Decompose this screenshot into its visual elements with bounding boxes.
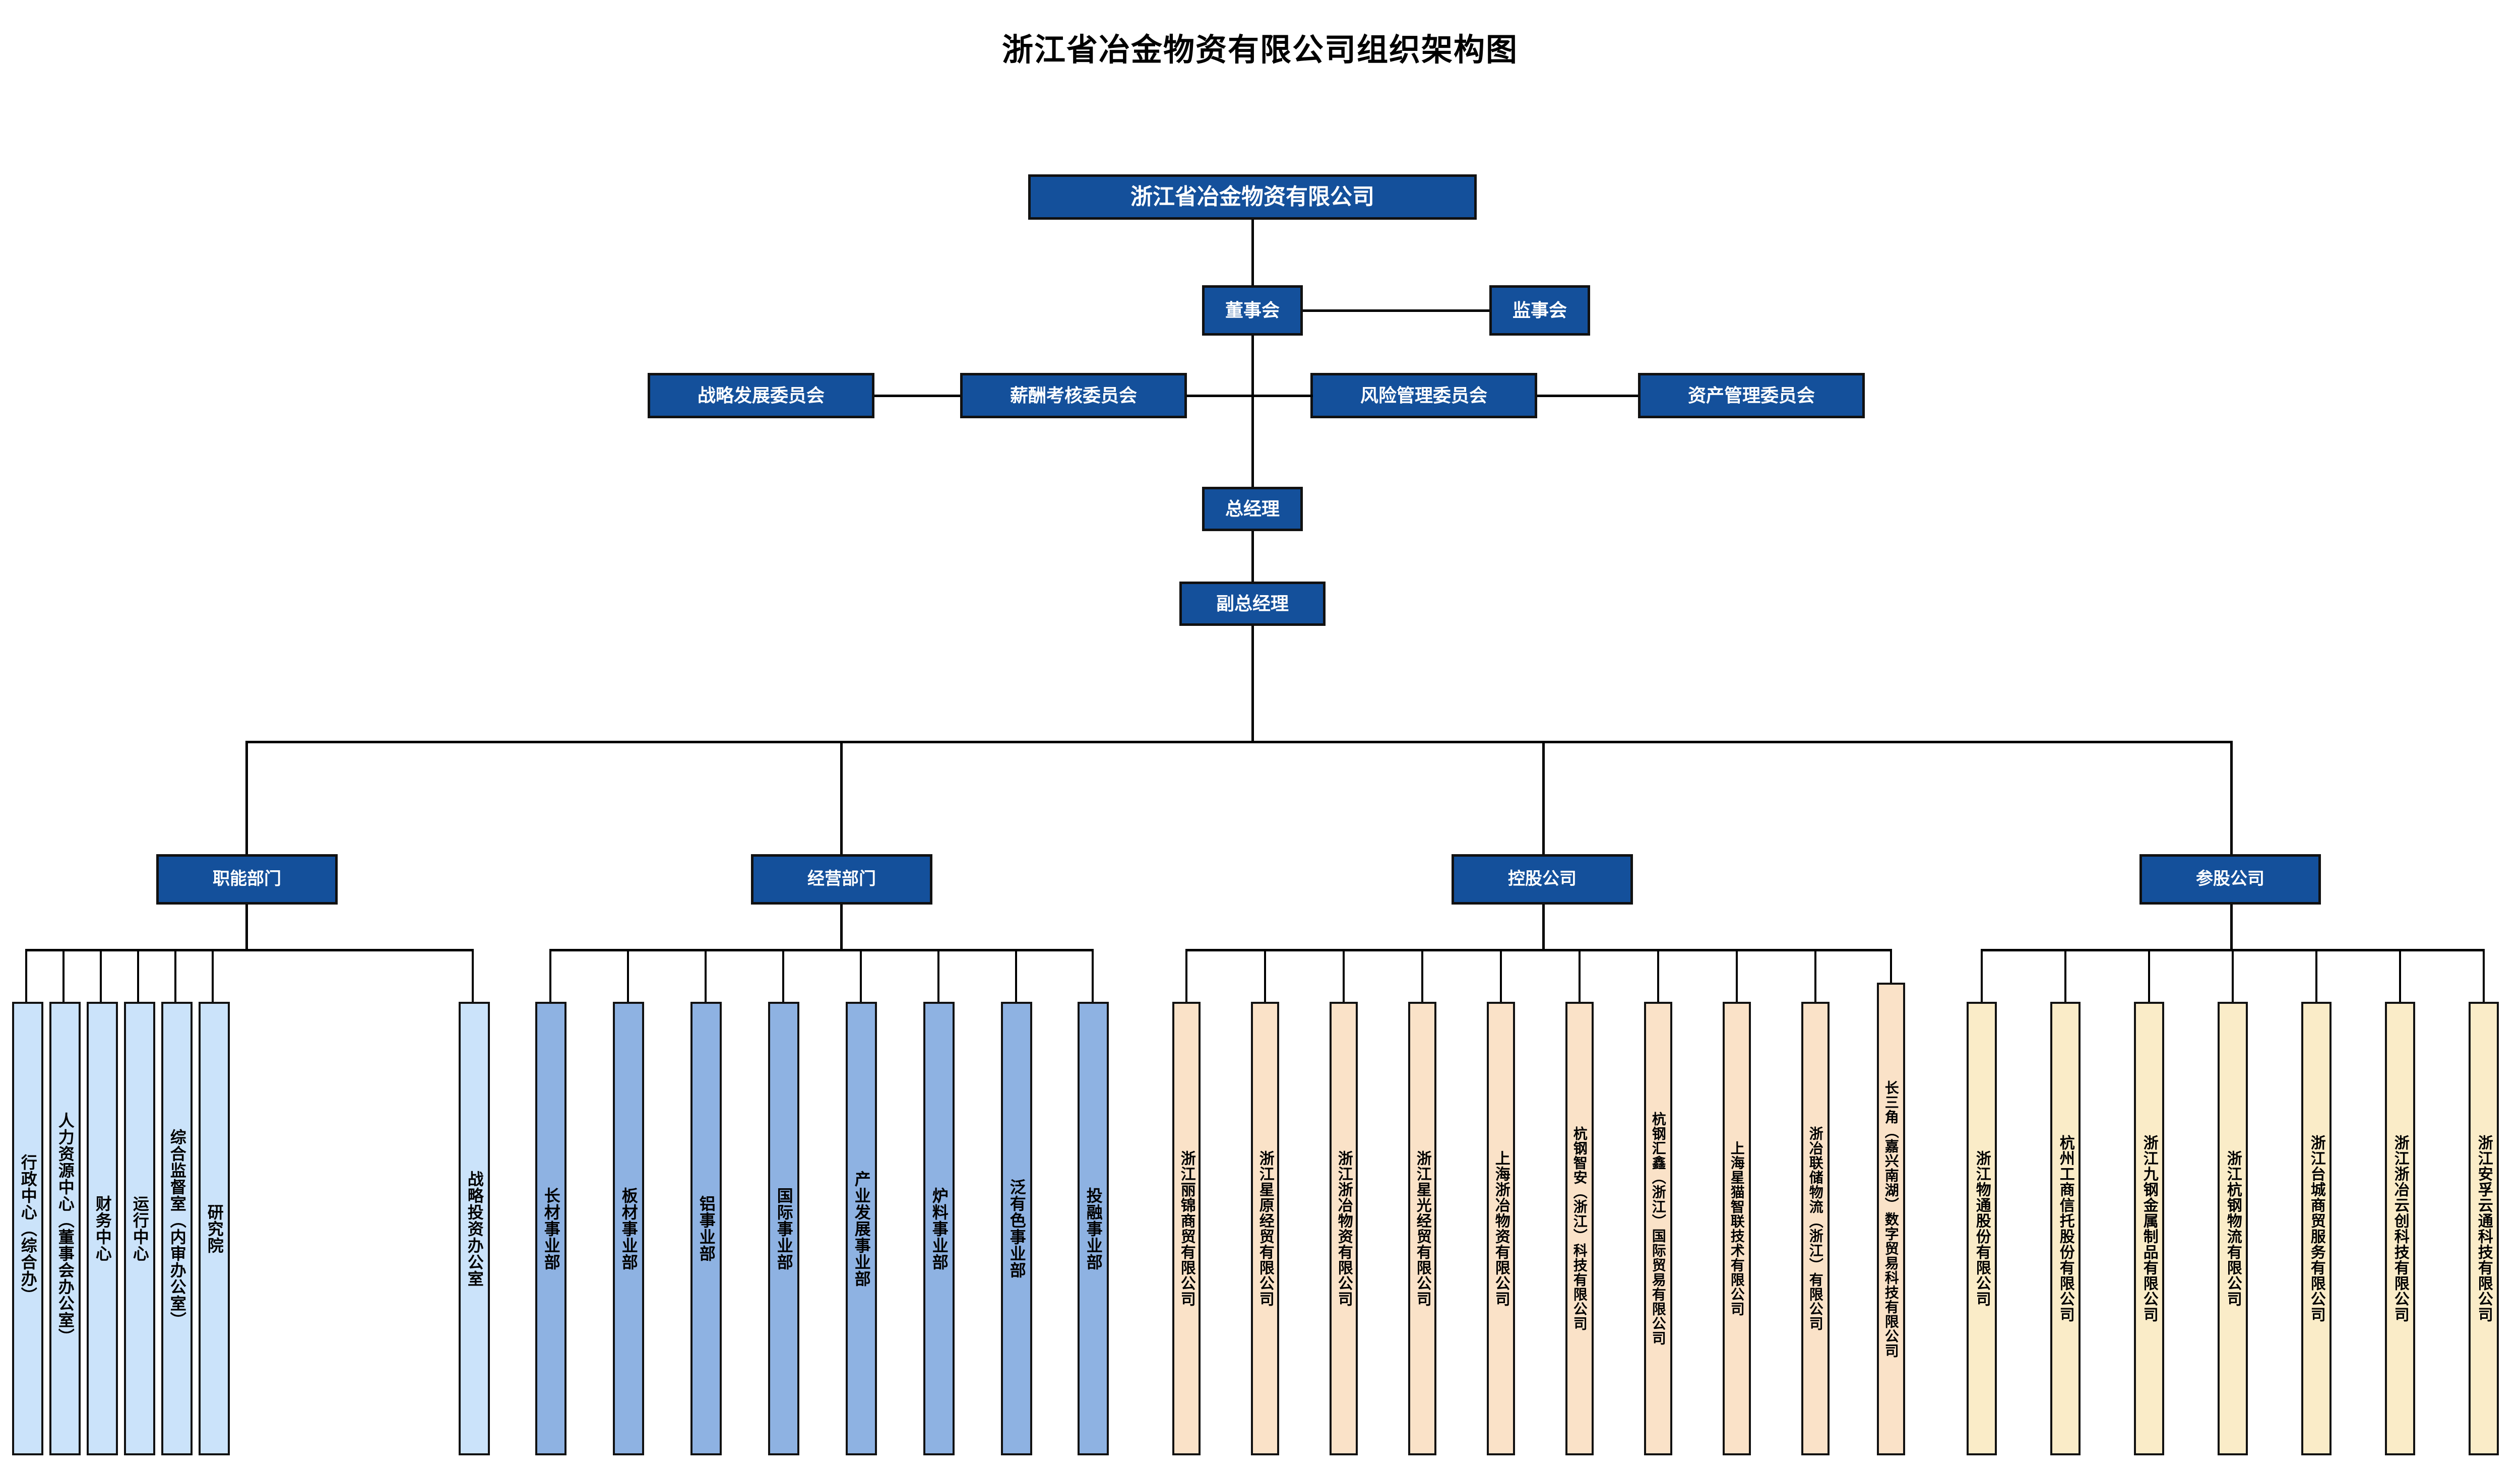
drop-holding-8 [1736, 949, 1738, 1003]
category-holding[interactable]: 控股公司 [1452, 854, 1633, 905]
drop-business-1 [549, 949, 551, 1003]
holding-company-9[interactable]: 浙冶联储物流（浙江）有限公司 [1801, 1002, 1830, 1455]
business-division-2[interactable]: 板材事业部 [613, 1002, 644, 1455]
drop-holding-2 [1264, 949, 1266, 1003]
holding-company-10[interactable]: 长三角（嘉兴南湖）数字贸易科技有限公司 [1877, 983, 1905, 1455]
drop-holding-9 [1814, 949, 1816, 1003]
drop-holding-10 [1890, 949, 1892, 1003]
business-division-7[interactable]: 泛有色事业部 [1001, 1002, 1032, 1455]
drop-equity-4 [2232, 949, 2234, 1003]
node-general-manager[interactable]: 总经理 [1202, 487, 1303, 531]
equity-company-5[interactable]: 浙江台城商贸服务有限公司 [2301, 1002, 2332, 1455]
holding-company-1[interactable]: 浙江丽锦商贸有限公司 [1172, 1002, 1201, 1455]
functional-dept-6[interactable]: 研究院 [199, 1002, 230, 1455]
drop-equity-1 [1981, 949, 1983, 1003]
business-division-1[interactable]: 长材事业部 [535, 1002, 566, 1455]
equity-company-3[interactable]: 浙江九钢金属制品有限公司 [2134, 1002, 2164, 1455]
node-board[interactable]: 董事会 [1202, 285, 1303, 336]
holding-company-8[interactable]: 上海星猫智联技术有限公司 [1723, 1002, 1751, 1455]
business-division-5[interactable]: 产业发展事业部 [846, 1002, 877, 1455]
drop-business-6 [937, 949, 939, 1003]
node-supervisors[interactable]: 监事会 [1489, 285, 1590, 336]
equity-company-2[interactable]: 杭州工商信托股份有限公司 [2050, 1002, 2081, 1455]
functional-dept-4[interactable]: 运行中心 [124, 1002, 155, 1455]
connector-bus-functional [245, 741, 248, 854]
equity-company-6[interactable]: 浙江浙冶云创科技有限公司 [2385, 1002, 2415, 1455]
drop-functional-2 [62, 949, 65, 1003]
committee-compensation[interactable]: 薪酬考核委员会 [960, 373, 1187, 418]
drop-functional-4 [137, 949, 139, 1003]
connector-board-gm [1251, 336, 1254, 487]
functional-dept-7[interactable]: 战略投资办公室 [459, 1002, 490, 1455]
drop-equity-7 [2483, 949, 2485, 1003]
holding-company-3[interactable]: 浙江浙冶物资有限公司 [1330, 1002, 1358, 1455]
subbus-functional [25, 949, 474, 951]
business-division-8[interactable]: 投融事业部 [1078, 1002, 1109, 1455]
functional-dept-3[interactable]: 财务中心 [87, 1002, 118, 1455]
drop-business-4 [782, 949, 784, 1003]
connector-board-supervisors [1303, 309, 1489, 312]
connector-committee-3-4 [1537, 395, 1638, 397]
drop-holding-3 [1343, 949, 1345, 1003]
functional-dept-1[interactable]: 行政中心（综合办） [12, 1002, 43, 1455]
subbus-holding [1185, 949, 1892, 951]
drop-equity-5 [2315, 949, 2317, 1003]
drop-holding-1 [1185, 949, 1187, 1003]
committee-risk[interactable]: 风险管理委员会 [1310, 373, 1537, 418]
drop-business-5 [860, 949, 862, 1003]
drop-equity-2 [2064, 949, 2066, 1003]
node-deputy-general-manager[interactable]: 副总经理 [1179, 582, 1326, 626]
drop-holding-5 [1500, 949, 1502, 1003]
holding-company-5[interactable]: 上海浙冶物资有限公司 [1487, 1002, 1515, 1455]
drop-business-8 [1092, 949, 1094, 1003]
category-functional[interactable]: 职能部门 [156, 854, 338, 905]
holding-company-6[interactable]: 杭钢智安（浙江）科技有限公司 [1565, 1002, 1594, 1455]
drop-business-3 [705, 949, 707, 1003]
drop-functional-6 [212, 949, 214, 1003]
connector-functional-subbus [245, 905, 248, 950]
drop-functional-1 [25, 949, 27, 1003]
page-title: 浙江省冶金物资有限公司组织架构图 [1001, 33, 1518, 68]
node-company[interactable]: 浙江省冶金物资有限公司 [1028, 174, 1477, 220]
drop-functional-3 [100, 949, 102, 1003]
connector-bus-holding [1542, 741, 1545, 854]
drop-holding-6 [1579, 949, 1581, 1003]
holding-company-4[interactable]: 浙江星光经贸有限公司 [1408, 1002, 1436, 1455]
business-division-6[interactable]: 炉料事业部 [923, 1002, 955, 1455]
subbus-business [549, 949, 1094, 951]
connector-bus-business [840, 741, 843, 854]
drop-business-2 [627, 949, 629, 1003]
drop-business-7 [1015, 949, 1017, 1003]
connector-equity-subbus [2230, 905, 2233, 950]
connector-company-board [1251, 220, 1254, 285]
drop-holding-4 [1421, 949, 1423, 1003]
equity-company-4[interactable]: 浙江杭钢物流有限公司 [2218, 1002, 2248, 1455]
committee-strategy[interactable]: 战略发展委员会 [648, 373, 874, 418]
drop-functional-7 [472, 949, 474, 1003]
drop-holding-7 [1657, 949, 1659, 1003]
drop-equity-6 [2399, 949, 2401, 1003]
drop-functional-5 [174, 949, 176, 1003]
connector-deputy-bus [1251, 626, 1254, 742]
category-business[interactable]: 经营部门 [751, 854, 932, 905]
connector-business-subbus [840, 905, 843, 950]
connector-committee-1-2 [874, 395, 960, 397]
functional-dept-2[interactable]: 人力资源中心（董事会办公室） [49, 1002, 81, 1455]
committee-asset[interactable]: 资产管理委员会 [1638, 373, 1865, 418]
holding-company-7[interactable]: 杭钢汇鑫（浙江）国际贸易有限公司 [1644, 1002, 1672, 1455]
connector-bus-equity [2230, 741, 2233, 854]
business-division-4[interactable]: 国际事业部 [768, 1002, 799, 1455]
business-division-3[interactable]: 铝事业部 [690, 1002, 722, 1455]
equity-company-1[interactable]: 浙江物通股份有限公司 [1967, 1002, 1997, 1455]
functional-dept-5[interactable]: 综合监督室（内审办公室） [161, 1002, 193, 1455]
connector-gm-deputy [1251, 531, 1254, 582]
equity-company-7[interactable]: 浙江安孚云通科技有限公司 [2469, 1002, 2499, 1455]
drop-equity-3 [2148, 949, 2150, 1003]
connector-holding-subbus [1542, 905, 1545, 950]
category-equity[interactable]: 参股公司 [2139, 854, 2321, 905]
bus-categories [245, 741, 2231, 743]
connector-committee-2-spine [1187, 395, 1313, 397]
holding-company-2[interactable]: 浙江星原经贸有限公司 [1251, 1002, 1279, 1455]
